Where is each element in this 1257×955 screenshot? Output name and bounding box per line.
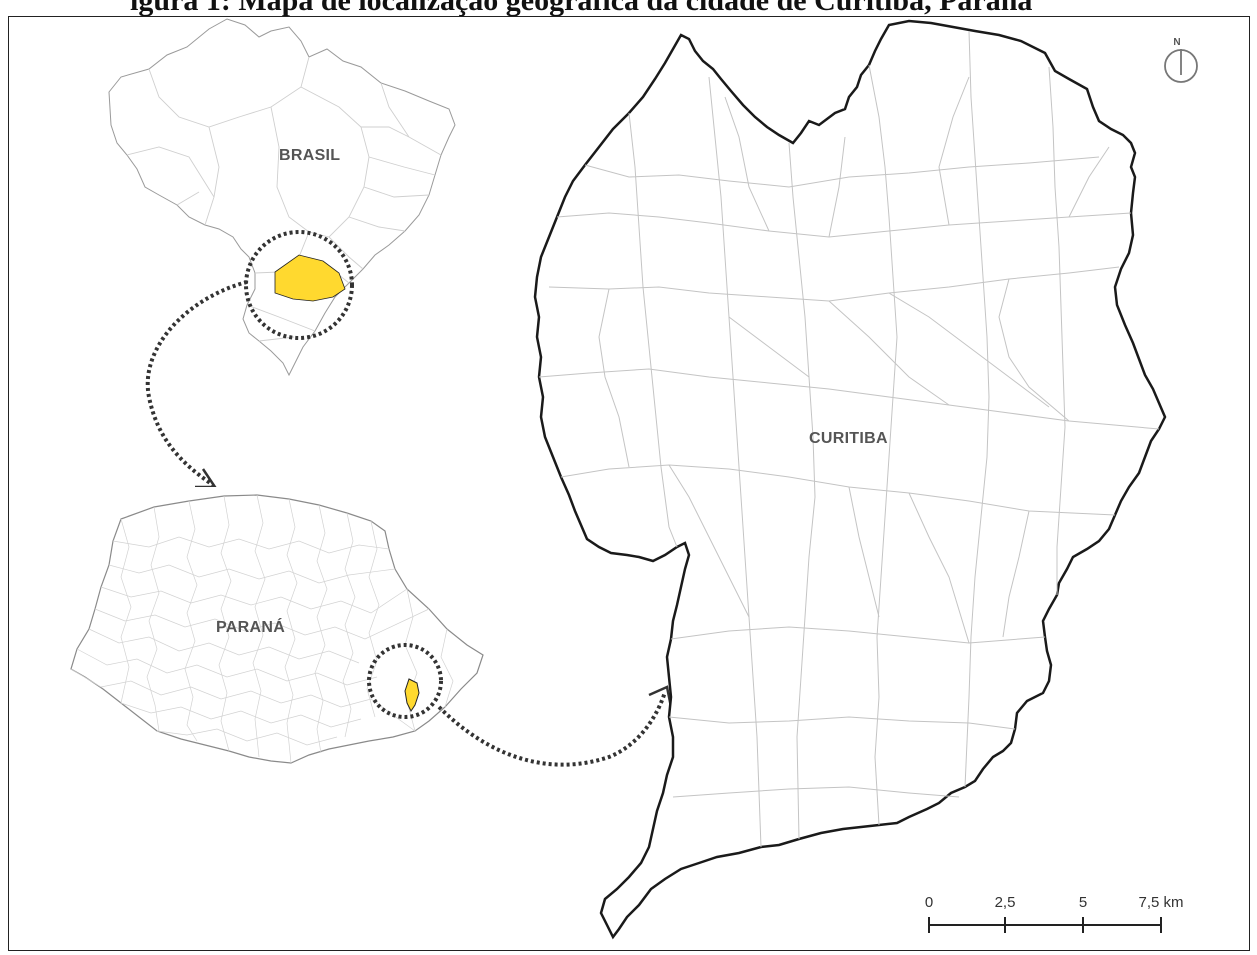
- brasil-label: BRASIL: [279, 147, 340, 164]
- parana-highlight: [274, 254, 346, 302]
- scale-tick-7-5-km: 7,5 km: [1138, 894, 1183, 911]
- curitiba-label: CURITIBA: [809, 430, 888, 447]
- north-label: N: [1173, 37, 1180, 48]
- scale-tick-5: 5: [1079, 894, 1087, 911]
- curitiba-map: CURITIBA: [533, 19, 1167, 940]
- parana-inset: PARANÁ: [64, 487, 489, 950]
- arrow-head-curitiba: [648, 685, 673, 708]
- parana-label: PARANÁ: [216, 617, 285, 636]
- parana-municipality-lines: [70, 494, 454, 764]
- map-frame: BRASIL: [8, 16, 1250, 951]
- brazil-inset: BRASIL: [94, 17, 479, 387]
- scale-tick-2-5: 2,5: [995, 894, 1016, 911]
- scale-tick-0: 0: [925, 894, 933, 911]
- curitiba-highlight: [404, 678, 420, 712]
- brazil-zoom-circle: [244, 230, 354, 340]
- curitiba-neighborhood-lines: [538, 30, 1160, 848]
- north-arrow-icon: N: [1164, 37, 1198, 83]
- arrow-parana-to-curitiba: [437, 691, 667, 767]
- page-title: igura 1: Mapa de localização geográfica …: [130, 0, 1033, 17]
- map-canvas: BRASIL: [64, 17, 1198, 950]
- arrow-brazil-to-parana: [145, 280, 248, 487]
- parana-zoom-circle: [367, 643, 443, 719]
- scale-bar: 0 2,5 5 7,5 km: [925, 894, 1184, 933]
- curitiba-outline: [533, 19, 1167, 940]
